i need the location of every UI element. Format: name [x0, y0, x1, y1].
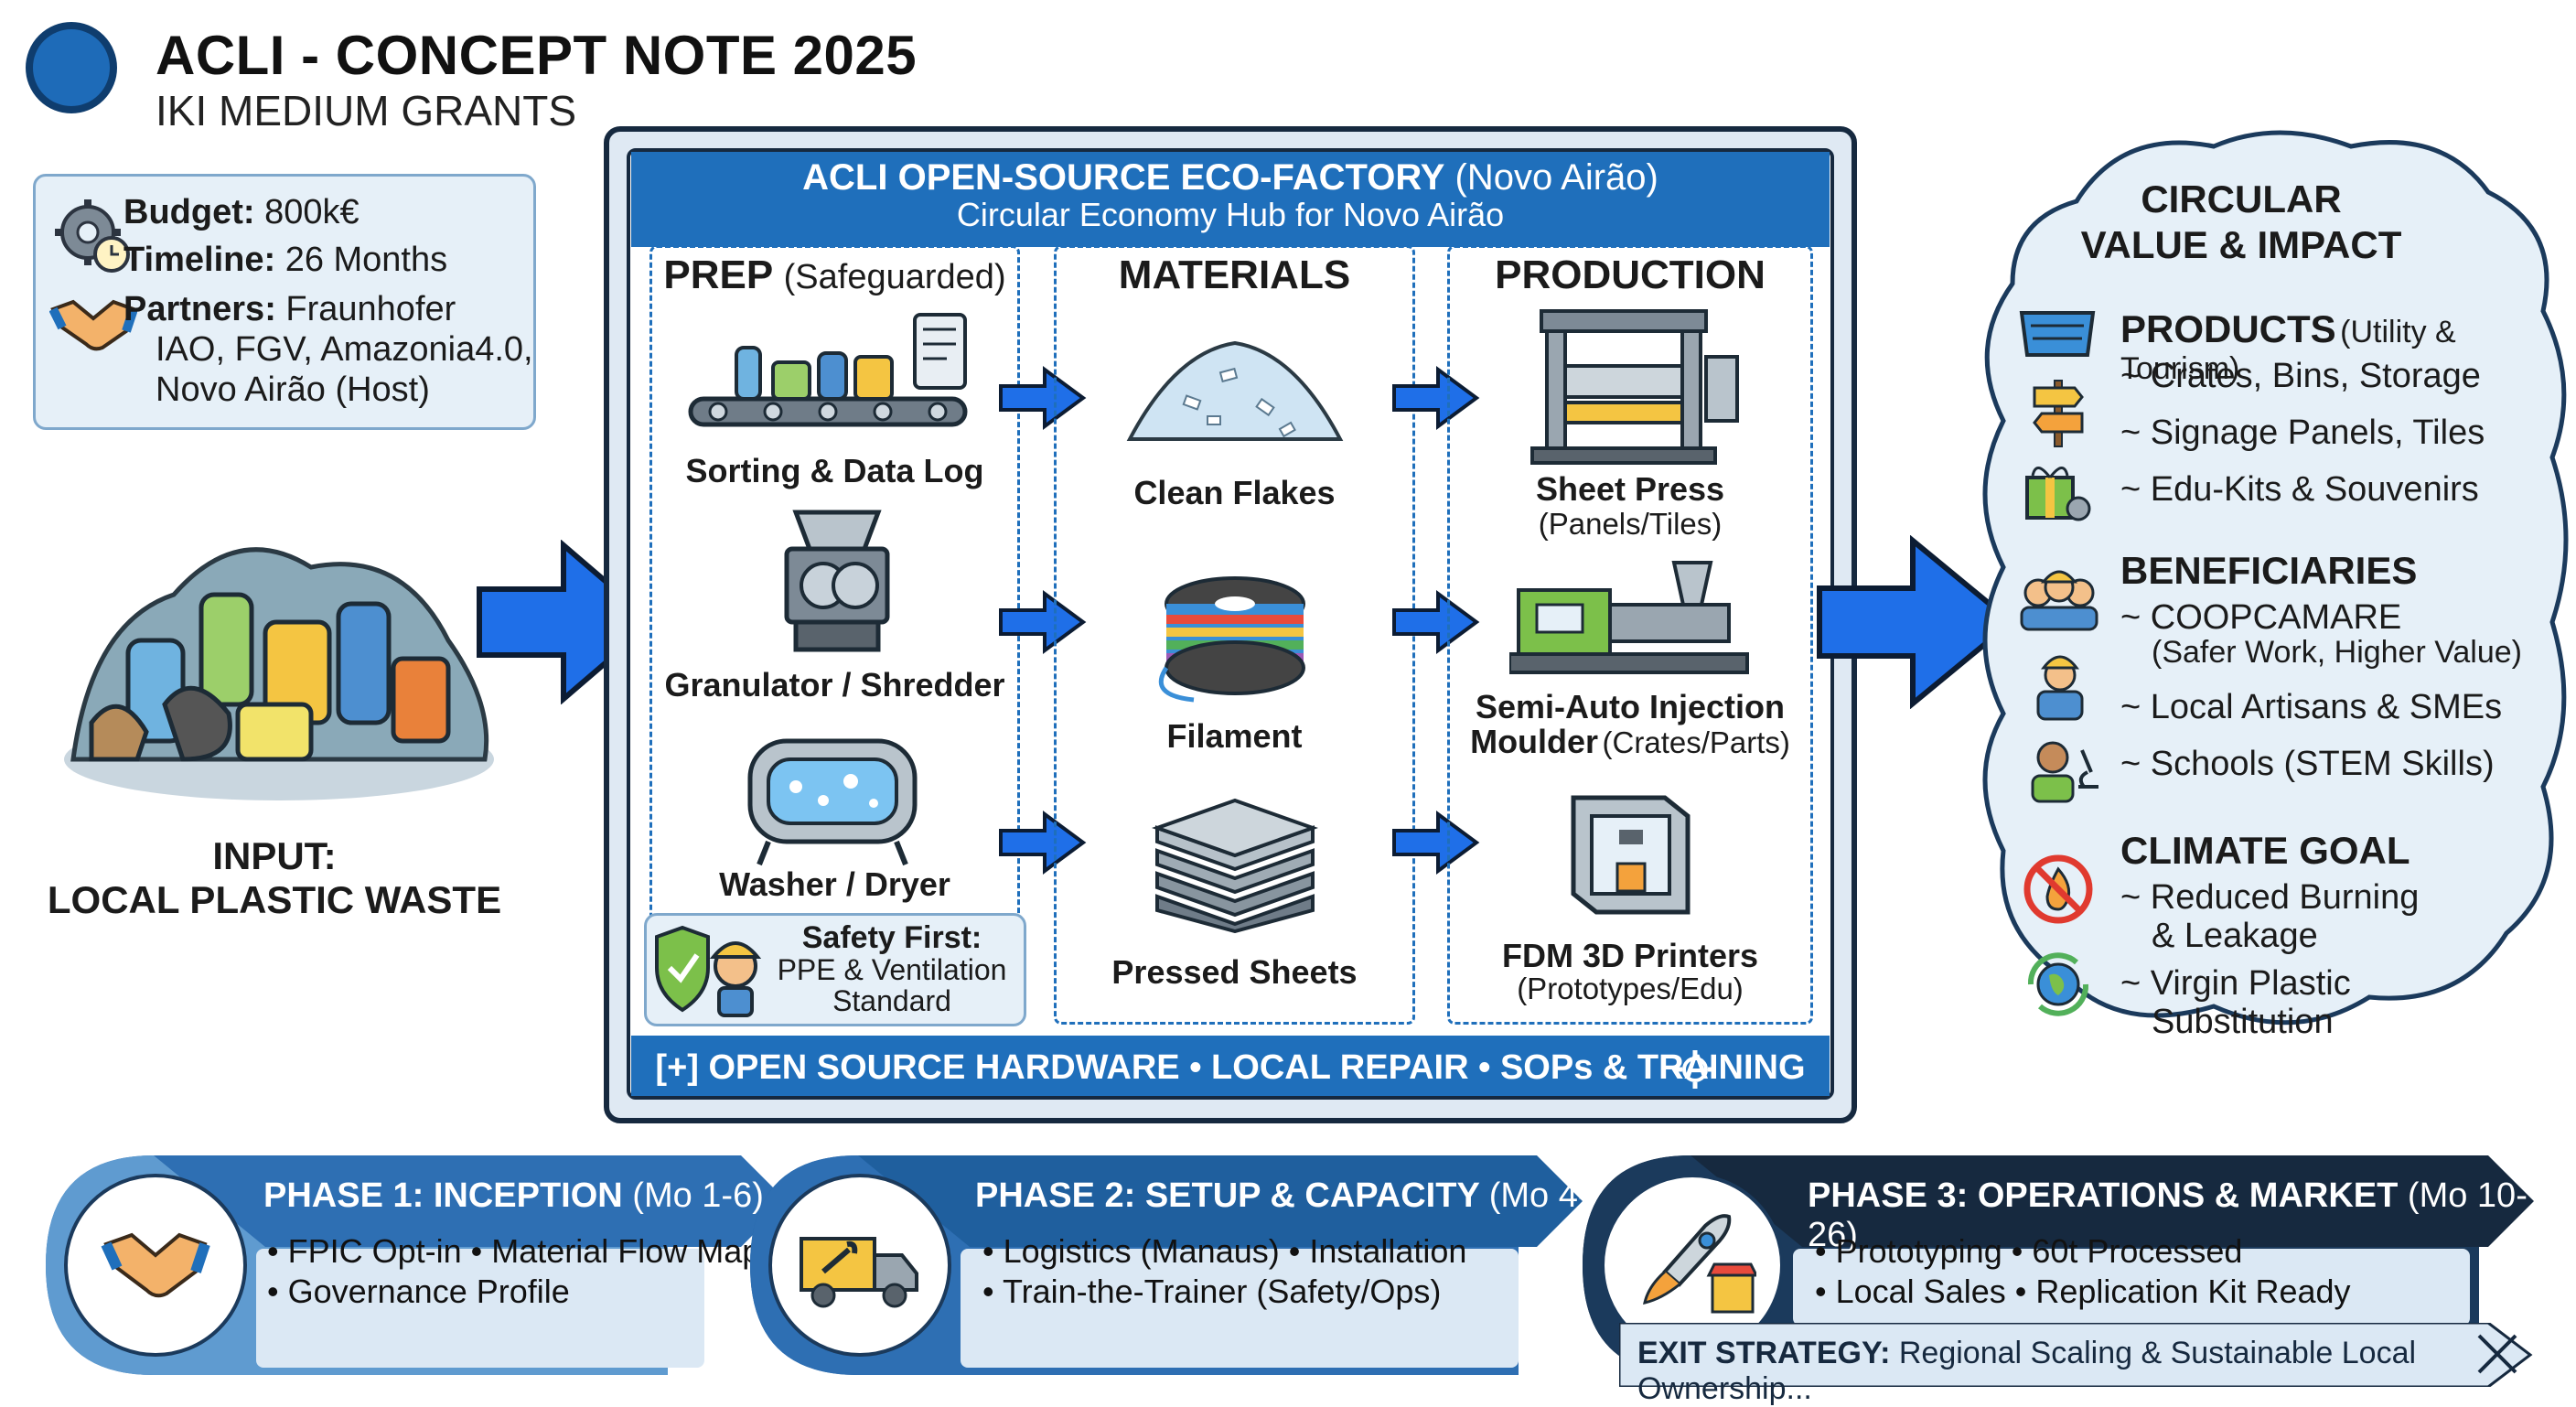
production-injection: Semi-Auto Injection: [1475, 688, 1785, 725]
eco-factory-footer: [631, 1036, 1830, 1096]
safety-line-2: PPE & Ventilation: [777, 953, 1007, 986]
sheet-press-icon: [1530, 309, 1739, 465]
budget-line: Budget: 800k€: [123, 193, 360, 231]
product-signage: ~ Signage Panels, Tiles: [2120, 414, 2485, 452]
material-filament: Filament: [1166, 717, 1303, 755]
crate-icon: [2019, 311, 2096, 357]
pressed-sheets-icon: [1151, 798, 1319, 933]
phase-1-title: PHASE 1: INCEPTION (Mo 1-6): [263, 1176, 764, 1215]
handshake-icon: [101, 1232, 210, 1298]
beneficiary-artisans: ~ Local Artisans & SMEs: [2120, 688, 2503, 726]
input-label-2: LOCAL PLASTIC WASTE: [47, 878, 502, 921]
prep-item-shredder: Granulator / Shredder: [664, 666, 1005, 704]
timeline-line: Timeline: 26 Months: [123, 241, 448, 279]
flakes-pile-icon: [1126, 340, 1344, 441]
injection-moulder-icon: [1509, 561, 1749, 674]
arrow-right-icon: [1817, 535, 2016, 709]
exit-strategy-bar: [1619, 1323, 2533, 1387]
filament-spool-icon: [1158, 576, 1305, 703]
arrow-right-icon: [999, 366, 1087, 430]
prep-item-washer: Washer / Dryer: [719, 865, 950, 903]
phase-2-title: PHASE 2: SETUP & CAPACITY (Mo 4-14): [975, 1176, 1640, 1215]
safety-line-3: Standard: [832, 984, 951, 1017]
climate-leakage: & Leakage: [2152, 917, 2318, 955]
beneficiary-schools: ~ Schools (STEM Skills): [2120, 745, 2495, 783]
arrow-right-icon: [1392, 366, 1480, 430]
shredder-icon: [784, 510, 890, 652]
beneficiary-coopcamare: ~ COOPCAMARE: [2120, 598, 2402, 637]
gear-clock-icon: [55, 199, 130, 273]
prep-title: PREP (Safeguarded): [663, 252, 1006, 297]
artisan-worker-icon: [2036, 655, 2084, 721]
phase-1-line-1: • FPIC Opt-in • Material Flow Map: [267, 1232, 761, 1270]
production-column: [1447, 245, 1813, 1025]
logo: [26, 22, 117, 113]
no-burning-icon: [2023, 854, 2093, 924]
materials-title: MATERIALS: [1118, 252, 1351, 297]
material-flakes: Clean Flakes: [1133, 474, 1336, 511]
input-label-1: INPUT:: [212, 834, 337, 877]
climate-virgin-plastic: ~ Virgin Plastic: [2120, 964, 2351, 1003]
production-sheet-press-sub: (Panels/Tiles): [1538, 507, 1723, 541]
sorting-conveyor-icon: [688, 313, 968, 427]
impact-cloud: [1982, 130, 2569, 1026]
washer-dryer-icon: [747, 738, 918, 866]
student-microscope-icon: [2031, 741, 2098, 803]
production-injection-line2: Moulder (Crates/Parts): [1470, 723, 1790, 760]
gift-gear-icon: [2025, 467, 2091, 521]
eco-factory-title: ACLI OPEN-SOURCE ECO-FACTORY (Novo Airão…: [802, 157, 1658, 198]
page-subtitle: IKI MEDIUM GRANTS: [156, 87, 577, 134]
safety-box: [644, 913, 1026, 1026]
3d-printer-icon: [1571, 795, 1690, 915]
arrow-right-icon: [999, 811, 1087, 875]
production-sheet-press: Sheet Press: [1535, 470, 1725, 508]
eco-factory-subtitle: Circular Economy Hub for Novo Airão: [956, 196, 1505, 233]
gear-icon: [1676, 1050, 1714, 1089]
beneficiaries-heading: BENEFICIARIES: [2120, 549, 2418, 592]
phase-2-banner: [750, 1155, 1583, 1375]
phase-2-line-2: • Train-the-Trainer (Safety/Ops): [982, 1273, 1442, 1310]
signpost-icon: [2033, 380, 2084, 447]
partners-line: Partners: Fraunhofer: [123, 290, 456, 328]
arrow-right-icon: [1392, 590, 1480, 654]
phase-3-title: PHASE 3: OPERATIONS & MARKET (Mo 10-26): [1808, 1176, 2528, 1254]
products-heading: PRODUCTS (Utility & Tourism): [2120, 307, 2456, 386]
material-sheets: Pressed Sheets: [1111, 953, 1358, 991]
page-title: ACLI - CONCEPT NOTE 2025: [156, 25, 918, 86]
safety-line-1: Safety First:: [801, 920, 982, 955]
impact-title-2: VALUE & IMPACT: [2080, 223, 2402, 266]
arrow-right-icon: [1392, 811, 1480, 875]
impact-title-1: CIRCULAR: [2141, 177, 2342, 220]
recycle-globe-icon: [2027, 952, 2089, 1016]
partners-line-3: Novo Airão (Host): [156, 371, 430, 409]
climate-reduced-burning: ~ Reduced Burning: [2120, 878, 2420, 917]
scaling-arrows-icon: [2477, 1334, 2517, 1374]
production-3d-printers: FDM 3D Printers: [1501, 937, 1759, 974]
workers-group-icon: [2020, 570, 2098, 631]
truck-wrench-icon: [800, 1237, 918, 1308]
production-3d-printers-sub: (Prototypes/Edu): [1517, 972, 1744, 1005]
climate-heading: CLIMATE GOAL: [2120, 829, 2410, 872]
exit-strategy-text: EXIT STRATEGY: Regional Scaling & Sustai…: [1637, 1336, 2417, 1406]
phase-3-line-1: • Prototyping • 60t Processed: [1815, 1232, 2243, 1270]
product-crates: ~ Crates, Bins, Storage: [2120, 357, 2481, 395]
eco-factory-footer-text: [+] OPEN SOURCE HARDWARE • LOCAL REPAIR …: [655, 1048, 1806, 1087]
safety-shield-icon: [655, 925, 762, 1017]
production-title: PRODUCTION: [1495, 252, 1766, 297]
handshake-icon: [49, 299, 137, 351]
phase-3-line-2: • Local Sales • Replication Kit Ready: [1815, 1273, 2351, 1310]
plastic-waste-pile-icon: [64, 547, 494, 800]
product-edukits: ~ Edu-Kits & Souvenirs: [2120, 470, 2479, 509]
beneficiary-coopcamare-note: (Safer Work, Higher Value): [2152, 635, 2522, 670]
arrow-right-icon: [999, 590, 1087, 654]
eco-factory-header: [631, 152, 1830, 247]
phase-1-line-2: • Governance Profile: [267, 1273, 570, 1310]
climate-substitution: Substitution: [2152, 1003, 2334, 1041]
prep-item-sorting: Sorting & Data Log: [685, 452, 984, 489]
partners-line-2: IAO, FGV, Amazonia4.0,: [156, 330, 533, 369]
phase-2-line-1: • Logistics (Manaus) • Installation: [982, 1232, 1467, 1270]
rocket-market-icon: [1643, 1214, 1756, 1314]
